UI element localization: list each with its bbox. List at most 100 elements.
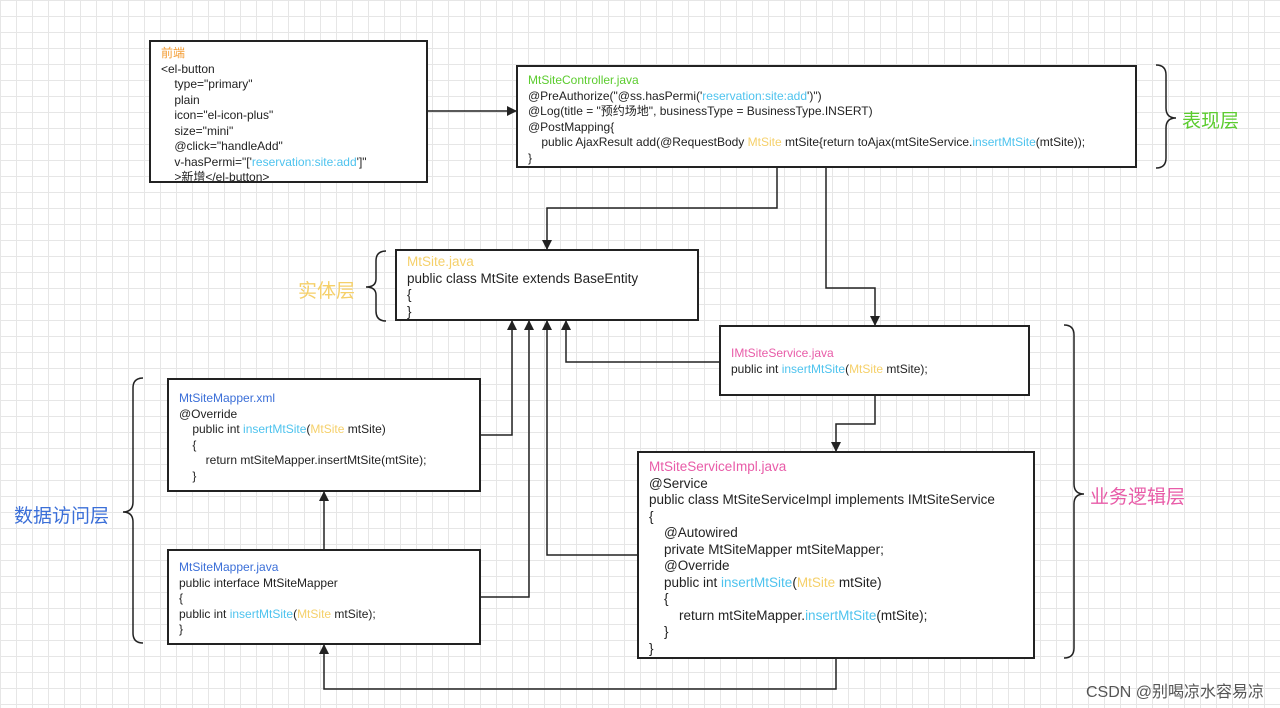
- code-text: public int: [731, 361, 782, 376]
- code-text: v-hasPermi="[': [161, 154, 252, 169]
- code-text: public AjaxResult add(@RequestBody: [528, 135, 748, 149]
- brace-business: [1063, 324, 1085, 659]
- frontend-line-1: <el-button: [161, 61, 215, 76]
- method-name: insertMtSite: [972, 135, 1036, 149]
- mapper-java-box: MtSiteMapper.java public interface MtSit…: [167, 549, 481, 645]
- frontend-title: 前端: [161, 46, 186, 60]
- brace-entity: [365, 250, 387, 322]
- impl-line-2: public class MtSiteServiceImpl implement…: [649, 492, 995, 507]
- entity-line-2: {: [407, 287, 412, 302]
- layer-label-data-access: 数据访问层: [14, 506, 110, 527]
- iservice-box: IMtSiteService.java public int insertMtS…: [719, 325, 1030, 396]
- impl-line-8: {: [649, 591, 669, 606]
- frontend-line-6: @click="handleAdd": [161, 139, 283, 153]
- mapper-java-title: MtSiteMapper.java: [179, 560, 279, 574]
- impl-line-9: return mtSiteMapper.insertMtSite(mtSite)…: [649, 608, 1023, 625]
- arrow-iservice-to-entity: [561, 320, 719, 363]
- iservice-method: public int insertMtSite(MtSite mtSite);: [731, 362, 1018, 378]
- impl-line-10: }: [649, 624, 669, 639]
- impl-line-6: @Override: [649, 558, 730, 573]
- iservice-title: IMtSiteService.java: [731, 346, 834, 360]
- frontend-line-5: size="mini": [161, 123, 234, 138]
- code-text: ')"): [807, 88, 822, 103]
- code-text: public int: [179, 606, 230, 621]
- mapper-xml-line-1: @Override: [179, 406, 238, 421]
- arrow-controller-to-entity: [542, 168, 778, 250]
- layer-label-business: 业务逻辑层: [1090, 487, 1186, 508]
- entity-line-1: public class MtSite extends BaseEntity: [407, 270, 639, 286]
- mapper-xml-title: MtSiteMapper.xml: [179, 391, 276, 405]
- impl-line-3: {: [649, 508, 654, 524]
- type-name: MtSite: [297, 606, 332, 621]
- entity-box: MtSite.java public class MtSite extends …: [395, 249, 699, 321]
- code-text: return mtSiteMapper.: [649, 607, 806, 623]
- impl-line-5: private MtSiteMapper mtSiteMapper;: [649, 541, 884, 557]
- entity-title: MtSite.java: [407, 254, 474, 269]
- code-text: mtSite): [344, 422, 386, 436]
- arrow-impl-to-mapperjava: [319, 644, 837, 690]
- mapper-xml-line-3: {: [179, 437, 197, 452]
- impl-line-1: @Service: [649, 475, 708, 491]
- frontend-line-3: plain: [161, 92, 200, 107]
- code-text: @PreAuthorize("@ss.hasPermi(': [528, 88, 703, 103]
- method-name: insertMtSite: [721, 574, 793, 590]
- code-text: (: [792, 574, 797, 590]
- code-text: public int: [649, 574, 722, 590]
- perm-value: reservation:site:add: [702, 88, 808, 103]
- impl-line-7: public int insertMtSite(MtSite mtSite): [649, 575, 1023, 592]
- code-text: mtSite{return toAjax(mtSiteService.: [781, 135, 973, 149]
- entity-line-3: }: [407, 303, 412, 319]
- frontend-line-4: icon="el-icon-plus": [161, 108, 274, 122]
- impl-line-11: }: [649, 640, 654, 656]
- perm-value: reservation:site:add: [251, 154, 357, 169]
- code-text: mtSite): [835, 574, 882, 590]
- mapper-java-line-3: public int insertMtSite(MtSite mtSite);: [179, 607, 469, 623]
- code-text: (: [293, 606, 298, 621]
- mapper-java-line-4: }: [179, 622, 184, 636]
- mapper-xml-box: MtSiteMapper.xml @Override public int in…: [167, 378, 481, 492]
- frontend-line-2: type="primary": [161, 77, 253, 91]
- watermark: CSDN @别喝凉水容易凉: [1085, 684, 1264, 701]
- impl-box: MtSiteServiceImpl.java @Service public c…: [637, 451, 1035, 659]
- arrow-impl-to-entity: [542, 320, 637, 556]
- code-text: mtSite);: [883, 361, 928, 376]
- mapper-xml-line-2: public int insertMtSite(MtSite mtSite): [179, 422, 469, 438]
- code-text: mtSite);: [331, 606, 376, 621]
- frontend-line-last: >新增</el-button>: [161, 170, 270, 184]
- type-name: MtSite: [849, 361, 884, 376]
- controller-log: @Log(title = "预约场地", businessType = Busi…: [528, 104, 873, 118]
- frontend-box: 前端 <el-button type="primary" plain icon=…: [149, 40, 428, 184]
- method-name: insertMtSite: [781, 361, 846, 376]
- type-name: MtSite: [796, 574, 836, 590]
- arrow-controller-to-iservice: [825, 168, 880, 326]
- method-name: insertMtSite: [243, 422, 307, 436]
- code-text: ']": [356, 154, 367, 169]
- mapper-xml-line-4: return mtSiteMapper.insertMtSite(mtSite)…: [179, 453, 427, 467]
- frontend-perm-line: v-hasPermi="['reservation:site:add']": [161, 155, 416, 171]
- layer-label-presentation: 表现层: [1182, 111, 1240, 132]
- mapper-java-line-1: public interface MtSiteMapper: [179, 575, 338, 590]
- type-name: MtSite: [747, 135, 782, 149]
- controller-preauthorize: @PreAuthorize("@ss.hasPermi('reservation…: [528, 89, 1125, 105]
- type-name: MtSite: [310, 422, 345, 436]
- brace-data-access: [122, 377, 144, 644]
- layer-label-entity: 实体层: [298, 281, 356, 302]
- controller-postmapping: @PostMapping{: [528, 119, 615, 134]
- code-text: (mtSite));: [1035, 135, 1086, 149]
- arrow-mapperxml-to-entity: [481, 320, 517, 436]
- arrow-mapperjava-to-entity: [481, 320, 534, 598]
- impl-line-4: @Autowired: [649, 525, 738, 540]
- controller-box: MtSiteController.java @PreAuthorize("@ss…: [516, 65, 1137, 168]
- method-name: insertMtSite: [805, 607, 877, 623]
- code-text: (: [306, 422, 311, 436]
- arrow-iservice-to-impl: [831, 396, 876, 452]
- controller-title: MtSiteController.java: [528, 73, 639, 87]
- mapper-java-line-2: {: [179, 591, 184, 605]
- controller-add-method: public AjaxResult add(@RequestBody MtSit…: [528, 135, 1125, 151]
- method-name: insertMtSite: [229, 606, 294, 621]
- code-text: (mtSite);: [876, 607, 928, 623]
- controller-close: }: [528, 150, 533, 165]
- impl-title: MtSiteServiceImpl.java: [649, 459, 787, 474]
- mapper-xml-line-5: }: [179, 468, 197, 483]
